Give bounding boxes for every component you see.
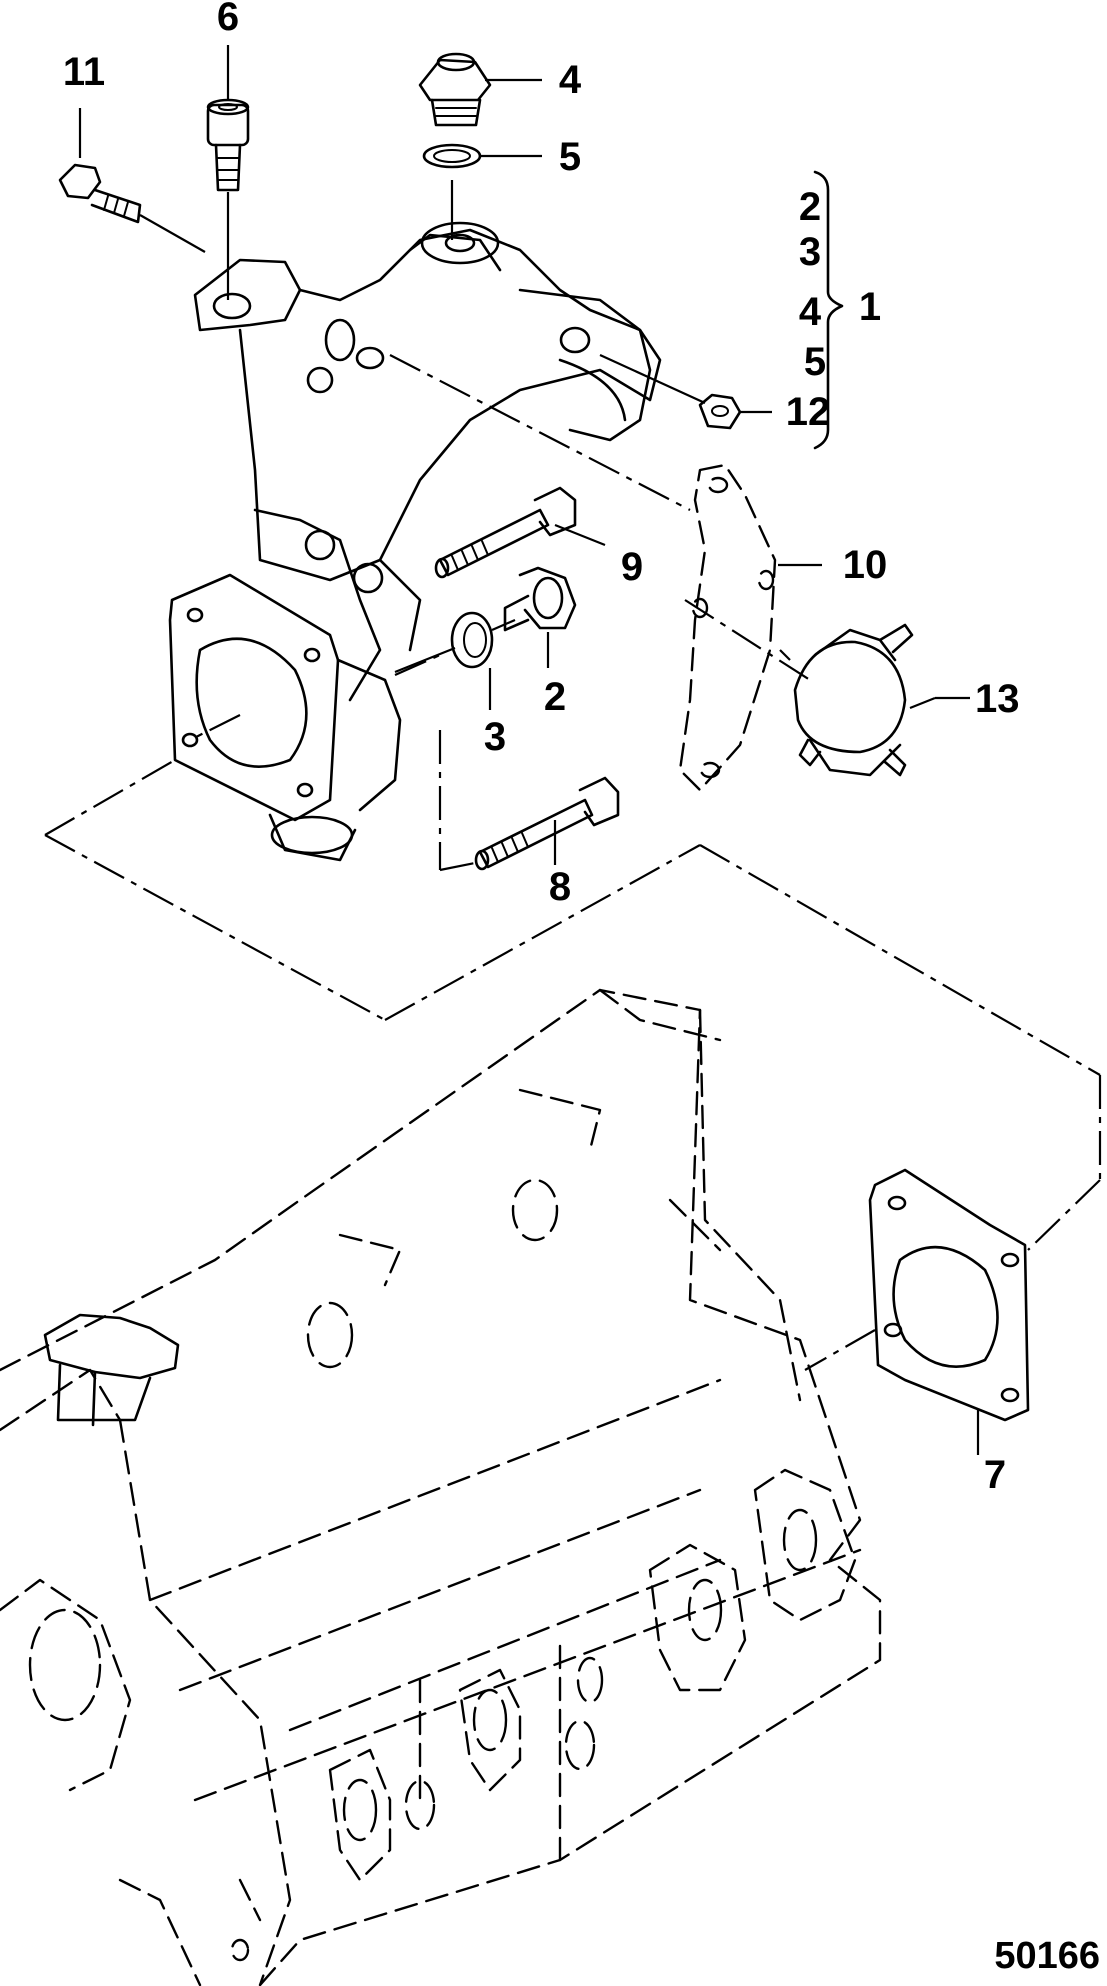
callout-4: 4 <box>559 58 582 102</box>
stud-9 <box>434 486 577 579</box>
kit-item: 2 <box>799 185 821 229</box>
callout-6: 6 <box>217 0 239 39</box>
drain-plug-4 <box>418 52 492 127</box>
bolt-11 <box>58 163 206 253</box>
engine-block-phantom <box>0 988 882 1986</box>
stud-8 <box>474 776 620 871</box>
exhaust-elbow <box>168 221 662 862</box>
callout-1: 1 <box>859 285 881 329</box>
flange-gasket-7 <box>868 1168 1030 1422</box>
callout-9: 9 <box>621 545 643 589</box>
nut-12 <box>599 353 742 430</box>
sealing-washer-3 <box>394 611 516 674</box>
washer-5 <box>422 143 482 240</box>
callout-5: 5 <box>559 135 581 179</box>
callout-2: 2 <box>544 675 566 719</box>
kit-item: 4 <box>799 290 822 334</box>
gasket-10 <box>678 463 777 792</box>
callout-10: 10 <box>843 543 888 587</box>
callout-7: 7 <box>984 1453 1006 1497</box>
drain-plug-2 <box>503 566 577 632</box>
kit-bracket <box>813 170 844 450</box>
callout-3: 3 <box>484 715 506 759</box>
kit-contents-list: 2 3 4 5 <box>799 185 826 384</box>
figure-number: 50166 <box>994 1935 1100 1977</box>
kit-item: 5 <box>804 340 826 384</box>
assembly-lines <box>44 354 1102 1371</box>
callout-8: 8 <box>549 865 571 909</box>
callout-12: 12 <box>786 390 831 434</box>
callout-13: 13 <box>975 677 1020 721</box>
kit-item: 3 <box>799 230 821 274</box>
filler-cap <box>43 1313 180 1427</box>
poppet-valve-13 <box>779 623 936 777</box>
cap-screw-6 <box>206 98 250 300</box>
callout-11: 11 <box>63 50 105 94</box>
callout-leaders <box>78 45 980 1455</box>
callout-labels: 11 6 4 5 1 12 9 10 2 3 13 8 7 <box>63 0 1020 1497</box>
